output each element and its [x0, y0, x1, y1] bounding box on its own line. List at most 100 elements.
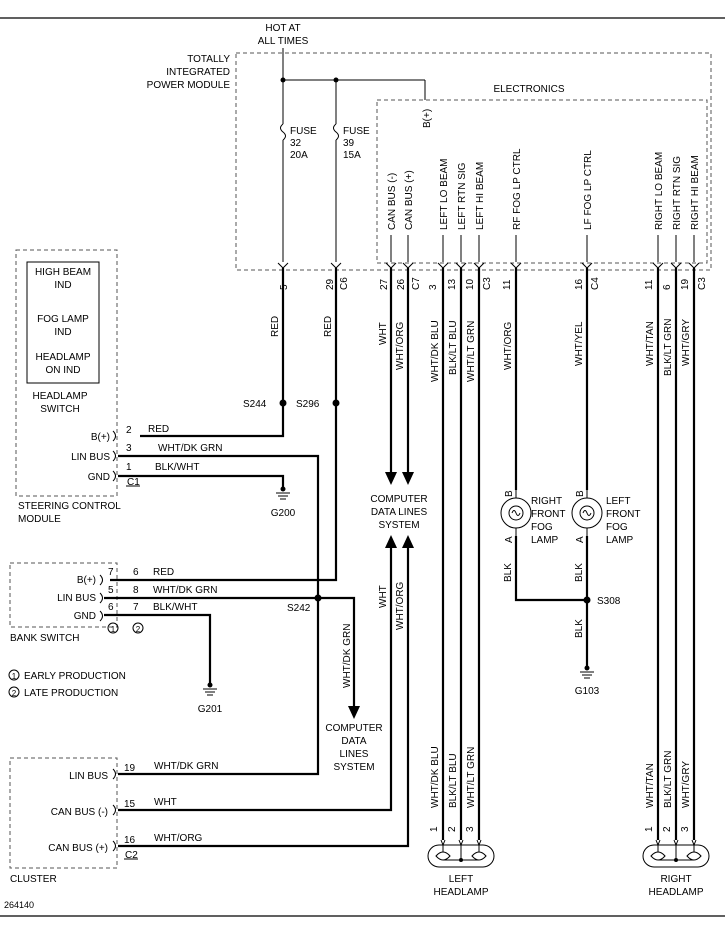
- headlamp-switch-label: HEADLAMP: [32, 391, 87, 402]
- right-headlamp-label: RIGHT: [660, 874, 691, 885]
- wire-wht-gry: WHT/GRY: [681, 319, 692, 366]
- electronics-box: [376, 99, 708, 264]
- sig-right-rtn: RIGHT RTN SIG: [672, 156, 683, 230]
- sig-left-rtn: LEFT RTN SIG: [457, 162, 468, 230]
- rf-fog-label-1: RIGHT: [531, 496, 562, 507]
- right-headlamp-label-2: HEADLAMP: [648, 887, 703, 898]
- wire-blk-lt-blu: BLK/LT BLU: [448, 320, 459, 375]
- ind-fog: FOG LAMP: [37, 314, 89, 325]
- cdl-bot-4: SYSTEM: [333, 762, 374, 773]
- rf-fog-label-4: LAMP: [531, 535, 559, 546]
- lf-fog-label-3: FOG: [606, 522, 628, 533]
- rf-fog-lamp-icon: [500, 490, 532, 536]
- cdl-top-3: SYSTEM: [378, 520, 419, 531]
- cluster-wire-wht-dk-grn: WHT/DK GRN: [154, 761, 218, 772]
- indicator-box: [26, 261, 100, 384]
- wire-wht-org-label: WHT/ORG: [395, 321, 406, 370]
- cluster-conn: C2: [125, 850, 138, 861]
- svg-text:1: 1: [12, 672, 17, 681]
- legend-1: 1: [8, 669, 20, 681]
- fuse-32-number: 32: [290, 138, 302, 149]
- tipm-label-2: INTEGRATED: [166, 67, 230, 78]
- wire-wht-dk-blu: WHT/DK BLU: [430, 320, 441, 382]
- wire-red-fuse32: [140, 268, 285, 438]
- sig-right-hi: RIGHT HI BEAM: [690, 155, 701, 230]
- legend-early: EARLY PRODUCTION: [24, 671, 126, 682]
- cluster-wire-wht: WHT: [154, 797, 177, 808]
- pin-26: 26: [396, 278, 407, 290]
- svg-text:2: 2: [12, 689, 17, 698]
- scm-wire-blk-wht: BLK/WHT: [155, 462, 199, 473]
- fuse-39-rating: 15A: [343, 150, 361, 161]
- scm-pin-lin: LIN BUS: [71, 452, 110, 463]
- wire-wht-org-fog: WHT/ORG: [503, 321, 514, 370]
- arrow-wht-down: [385, 472, 397, 485]
- wire-cluster-canp: [118, 548, 410, 848]
- sig-can-plus: CAN BUS (+): [404, 170, 415, 230]
- scm-num-b: 2: [126, 425, 132, 436]
- scm-conn: C1: [127, 477, 140, 488]
- pin-3: 3: [428, 284, 439, 290]
- tipm-internal-lines: [390, 235, 695, 262]
- b-plus-label: B(+): [422, 109, 433, 128]
- wire-lin-cdl: [318, 596, 356, 706]
- lf-fog-label-4: LAMP: [606, 535, 634, 546]
- pin-5: 5: [279, 284, 290, 290]
- wire-cluster-lin: [118, 600, 320, 776]
- arrow-wht-org-down: [402, 472, 414, 485]
- fuse-39-number: 39: [343, 138, 355, 149]
- splice-s244: S244: [243, 399, 267, 410]
- cdl-top-1: COMPUTER: [370, 494, 427, 505]
- conn-c6: C6: [339, 277, 350, 290]
- sig-can-minus: CAN BUS (-): [387, 173, 398, 230]
- sig-lf-fog: LF FOG LP CTRL: [583, 150, 594, 230]
- wire-red-1: RED: [270, 316, 281, 337]
- bank-b-b: 6: [133, 567, 139, 578]
- pin-29: 29: [325, 278, 336, 290]
- bank-circle-2: 2: [132, 622, 144, 634]
- cluster-connector-marks: [112, 768, 138, 860]
- ind-headlamp-on-2: ON IND: [46, 365, 81, 376]
- ground-g201-icon: [203, 682, 217, 696]
- wire-wht-tan-2: WHT/TAN: [645, 763, 656, 808]
- wire-wht-lt-grn: WHT/LT GRN: [466, 321, 477, 382]
- splice-s308: S308: [597, 596, 621, 607]
- splice-s308-dot: [583, 596, 591, 604]
- electronics-label: ELECTRONICS: [493, 84, 564, 95]
- wire-wht-yel: WHT/YEL: [574, 321, 585, 366]
- legend-2: 2: [8, 686, 20, 698]
- hot-label-2: ALL TIMES: [258, 36, 309, 47]
- wire-wht-lt-grn-2: WHT/LT GRN: [466, 747, 477, 808]
- lf-fog-pin-b: B: [575, 490, 586, 497]
- svg-text:2: 2: [136, 625, 141, 634]
- pin-11-right: 11: [644, 279, 655, 290]
- bank-pin-lin: LIN BUS: [57, 593, 96, 604]
- bank-wire-blk-wht: BLK/WHT: [153, 602, 197, 613]
- fuse-32-label: FUSE: [290, 126, 317, 137]
- sig-left-lo: LEFT LO BEAM: [439, 158, 450, 230]
- scm-wire-red: RED: [148, 424, 169, 435]
- wire-wht-gry-2: WHT/GRY: [681, 761, 692, 808]
- cluster-num-lin: 19: [124, 763, 136, 774]
- ground-g201: G201: [198, 704, 223, 715]
- tipm-pin-chevrons: [277, 262, 700, 269]
- wire-rf-fog-gnd: [514, 536, 587, 602]
- fuse-39-symbol: [333, 123, 339, 141]
- ground-g103-icon: [580, 665, 594, 679]
- sig-right-lo: RIGHT LO BEAM: [654, 152, 665, 230]
- pin-10: 10: [465, 278, 476, 290]
- cdl-top-2: DATA LINES: [371, 507, 428, 518]
- splice-s242: S242: [287, 603, 311, 614]
- bank-a-lin: 5: [108, 585, 114, 596]
- figure-id: 264140: [4, 900, 34, 910]
- rh-pin-1: 1: [644, 826, 655, 832]
- wire-cluster-canm: [118, 548, 393, 812]
- conn-c3-right: C3: [697, 277, 708, 290]
- cluster-num-canp: 16: [124, 835, 136, 846]
- wire-blk-lf: BLK: [574, 563, 585, 582]
- pin-27: 27: [379, 278, 390, 290]
- cluster-name: CLUSTER: [10, 874, 57, 885]
- conn-c4: C4: [590, 277, 601, 290]
- ind-high-beam: HIGH BEAM: [35, 267, 91, 278]
- svg-text:1: 1: [111, 625, 116, 634]
